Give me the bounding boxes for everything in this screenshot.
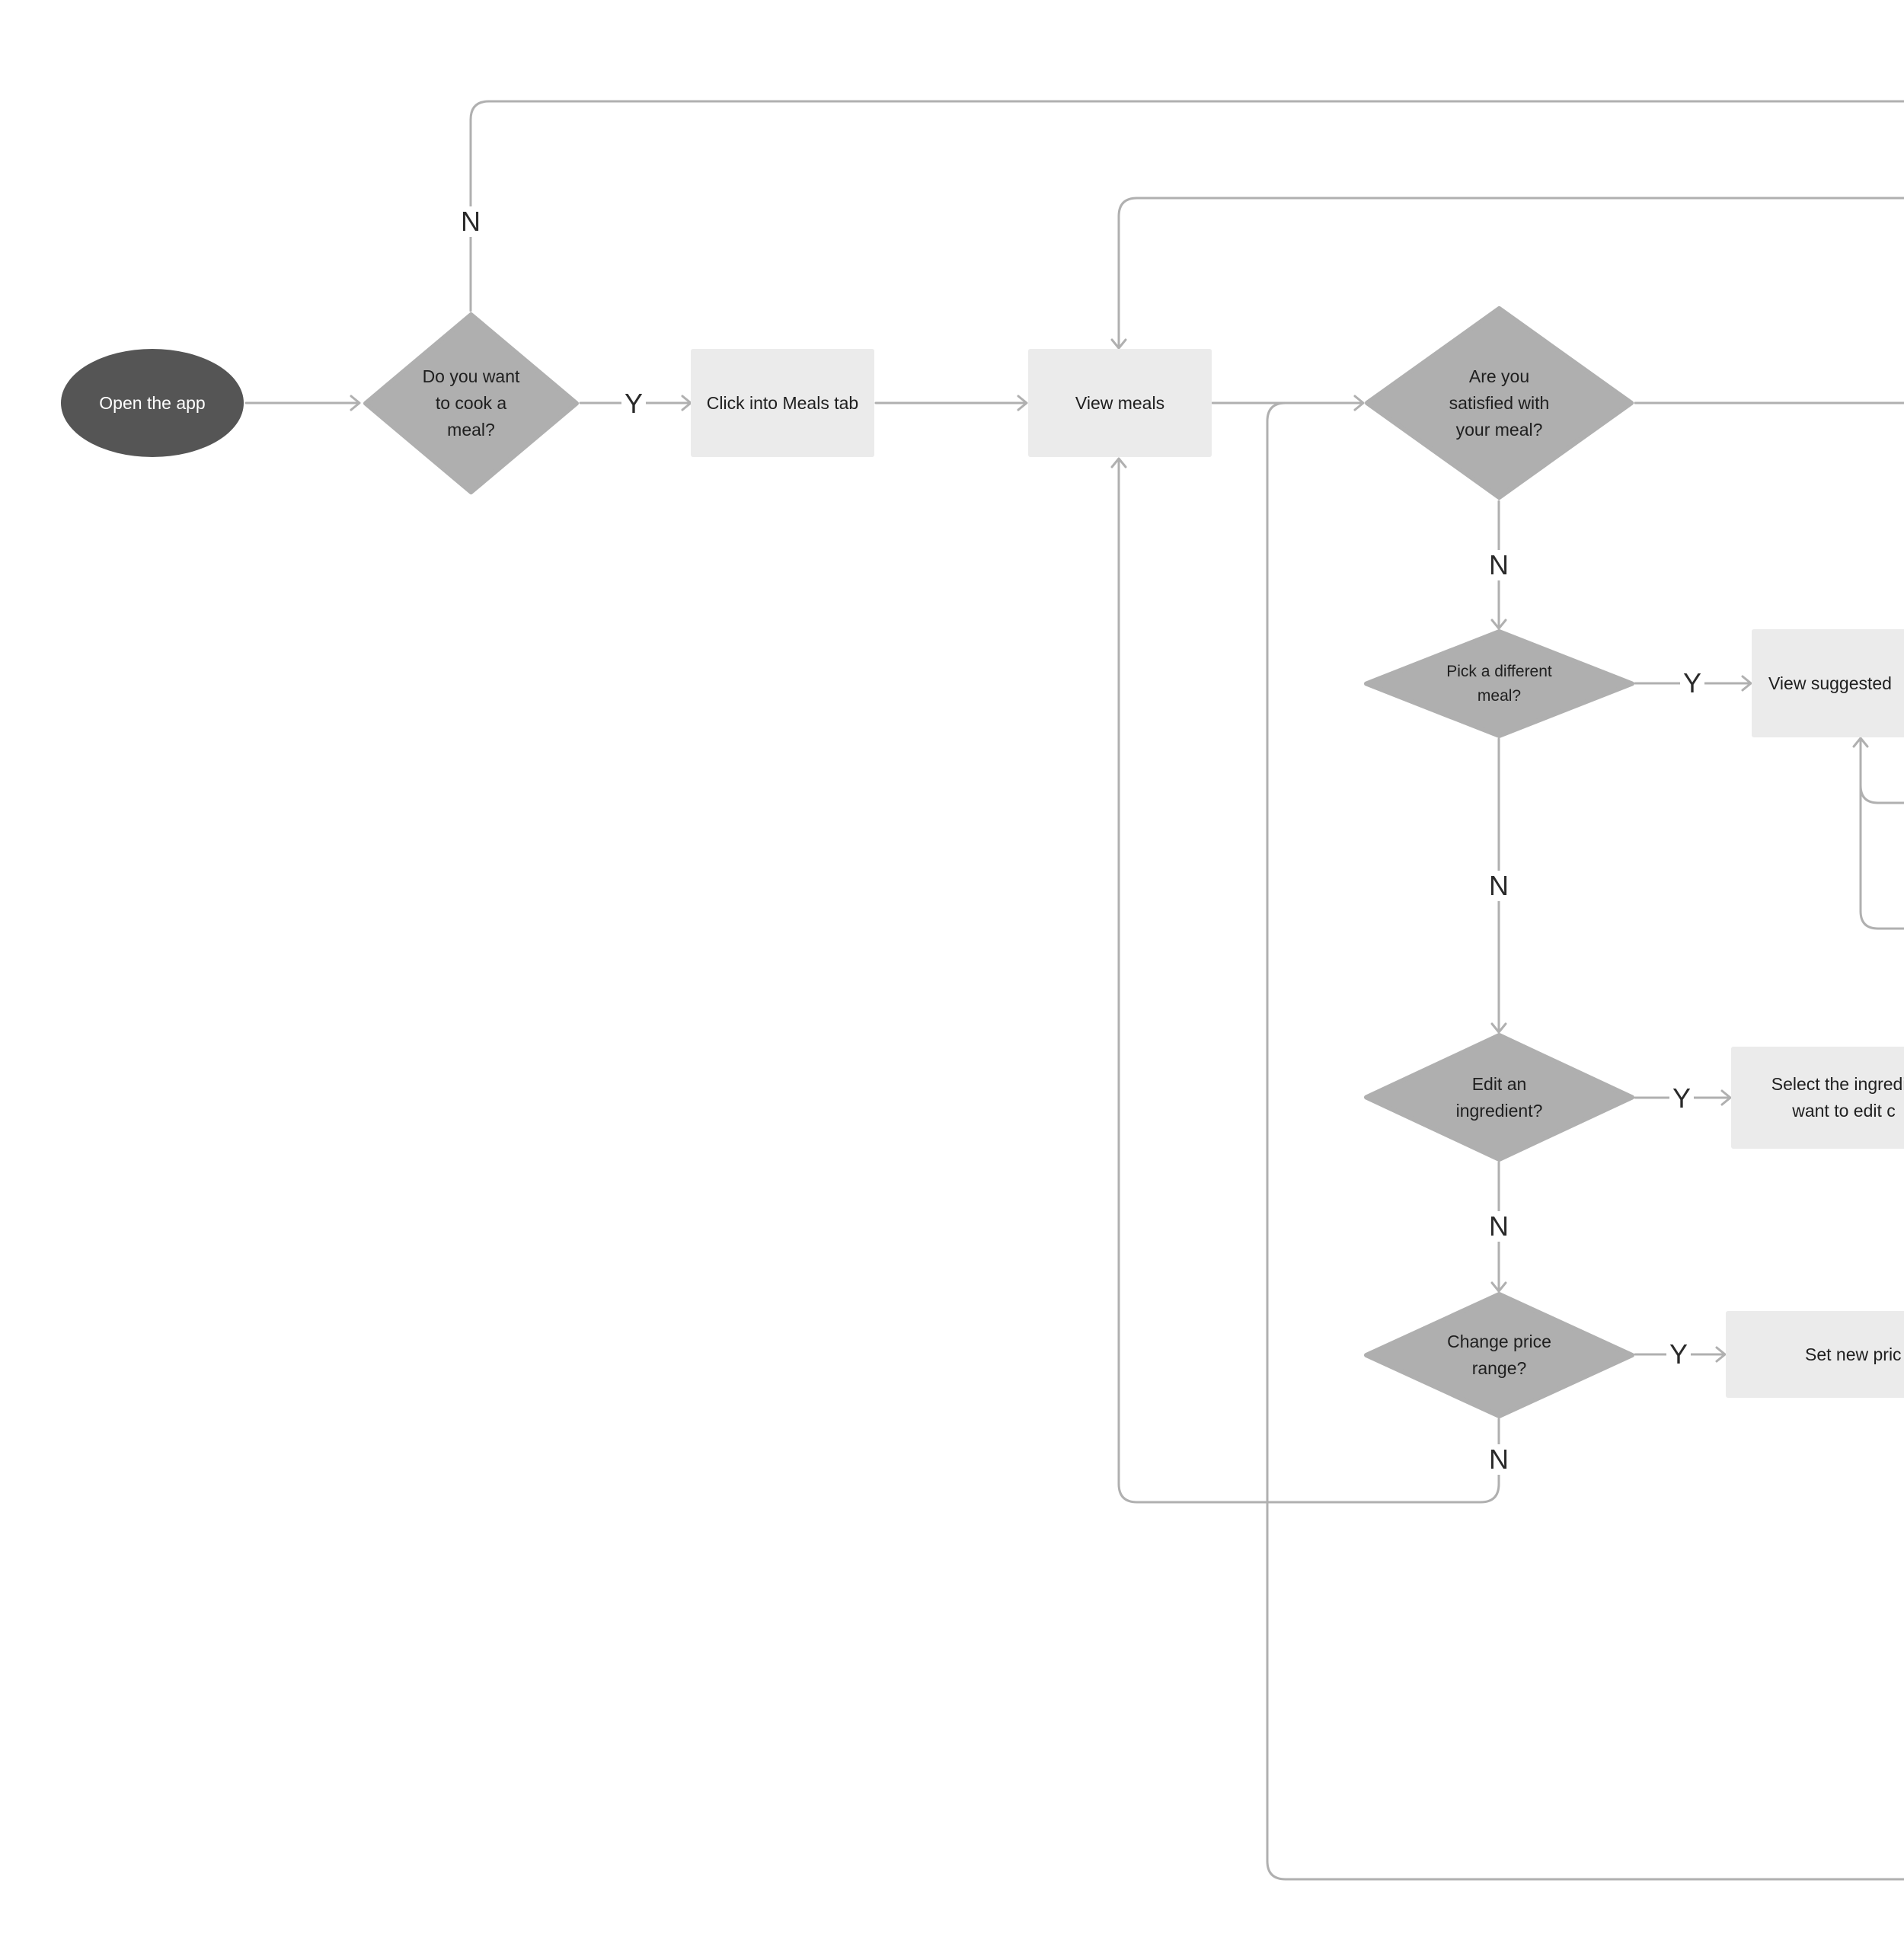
- edge-label-price-yes: Y: [1666, 1339, 1692, 1370]
- edge-label-edit-yes: Y: [1669, 1083, 1695, 1114]
- process-meals-tab[interactable]: Click into Meals tab: [691, 349, 874, 457]
- arrow-head: [1110, 338, 1127, 350]
- arrow-head: [1490, 1022, 1507, 1034]
- node-label: Pick a different meal?: [1446, 662, 1552, 705]
- arrow-head: [1490, 619, 1507, 630]
- node-label: View meals: [1075, 392, 1165, 413]
- process-select-ingredient[interactable]: Select the ingredie want to edit c: [1731, 1047, 1904, 1149]
- arrow-head: [1852, 737, 1869, 748]
- edge-label-different-yes: Y: [1679, 668, 1705, 699]
- arrow-head: [1715, 1346, 1727, 1363]
- edge-suggested-loop-2: [1859, 738, 1904, 930]
- decision-edit-ingredient[interactable]: Edit an ingredient?: [1363, 1032, 1635, 1162]
- diamond-shape: [1364, 1033, 1634, 1162]
- node-label: Edit an ingredient?: [1455, 1073, 1543, 1121]
- diamond-shape: [1364, 1292, 1634, 1418]
- start-node-open-app[interactable]: Open the app: [61, 349, 244, 457]
- edge-label-satisfied-no: N: [1486, 550, 1512, 580]
- decision-satisfied[interactable]: Are you satisfied with your meal?: [1363, 305, 1635, 501]
- decision-price-range[interactable]: Change price range?: [1363, 1291, 1635, 1419]
- node-label: Select the ingredie want to edit c: [1771, 1074, 1904, 1121]
- node-label: Click into Meals tab: [706, 392, 859, 413]
- process-view-suggested[interactable]: View suggested: [1752, 629, 1904, 737]
- node-label: Are you satisfied with your meal?: [1449, 366, 1550, 440]
- edge-label-different-no: N: [1486, 871, 1512, 901]
- diamond-shape: [1365, 306, 1634, 500]
- arrow-head: [1353, 395, 1365, 411]
- diamond-shape: [363, 312, 579, 494]
- edge-label-edit-no: N: [1486, 1211, 1512, 1242]
- arrow-head: [1720, 1089, 1732, 1106]
- node-label: Do you want to cook a meal?: [422, 366, 520, 440]
- node-label: Open the app: [99, 392, 206, 413]
- arrow-head: [1741, 675, 1752, 692]
- edge-label-cook-no: N: [458, 206, 484, 237]
- arrow-head: [1017, 395, 1028, 411]
- edge-price-no: [1117, 459, 1500, 1504]
- edge-loop-top: [1117, 197, 1904, 348]
- arrow-head: [1110, 457, 1127, 468]
- edge-cook-no: [469, 100, 1904, 312]
- edge-loop-bottom: [1266, 401, 1904, 1881]
- diamond-shape: [1364, 629, 1634, 738]
- process-view-meals[interactable]: View meals: [1028, 349, 1212, 457]
- process-set-price[interactable]: Set new pric: [1726, 1311, 1904, 1398]
- node-label: Change price range?: [1447, 1332, 1551, 1378]
- edge-label-cook-yes: Y: [621, 388, 647, 419]
- node-label: Set new pric: [1805, 1344, 1902, 1364]
- edge-label-price-no: N: [1486, 1444, 1512, 1475]
- decision-different-meal[interactable]: Pick a different meal?: [1363, 628, 1635, 739]
- arrow-head: [350, 395, 361, 411]
- arrow-head: [1490, 1281, 1507, 1293]
- node-label: View suggested: [1768, 673, 1892, 693]
- edge-suggested-loop: [1859, 738, 1904, 804]
- decision-cook-meal[interactable]: Do you want to cook a meal?: [362, 311, 580, 496]
